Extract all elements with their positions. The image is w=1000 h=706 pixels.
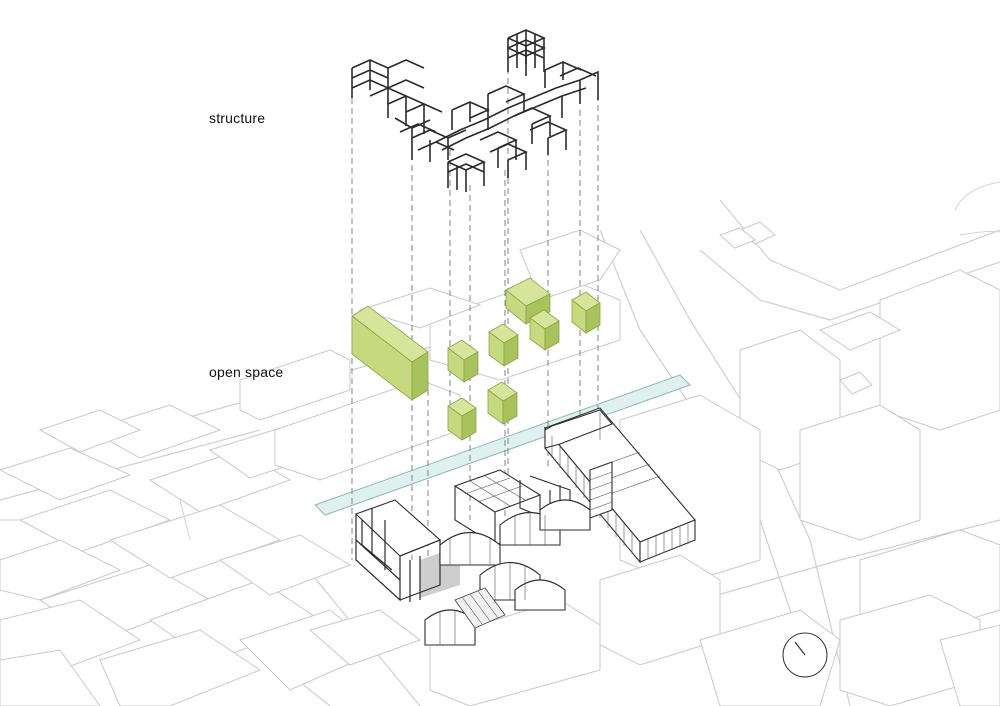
building-complex bbox=[354, 407, 696, 646]
green-volume bbox=[488, 323, 519, 367]
open-space-volumes bbox=[351, 277, 601, 441]
arched-sheds bbox=[424, 499, 591, 646]
glass-walkway bbox=[454, 587, 506, 629]
green-volume bbox=[447, 339, 479, 383]
structure-frame-small bbox=[447, 153, 486, 192]
green-volume bbox=[487, 381, 518, 425]
structure-label: structure bbox=[209, 110, 266, 126]
structure-frame-spine bbox=[435, 61, 599, 178]
open-space-label: open space bbox=[209, 364, 284, 380]
structure-frames bbox=[351, 29, 599, 192]
compass-icon bbox=[782, 632, 828, 678]
green-volume bbox=[571, 291, 601, 334]
main-block bbox=[544, 407, 696, 564]
green-volume bbox=[505, 277, 551, 325]
green-volume bbox=[351, 305, 429, 401]
green-volume bbox=[529, 309, 560, 351]
green-volume bbox=[447, 397, 477, 441]
structure-frame-tower bbox=[507, 29, 546, 76]
